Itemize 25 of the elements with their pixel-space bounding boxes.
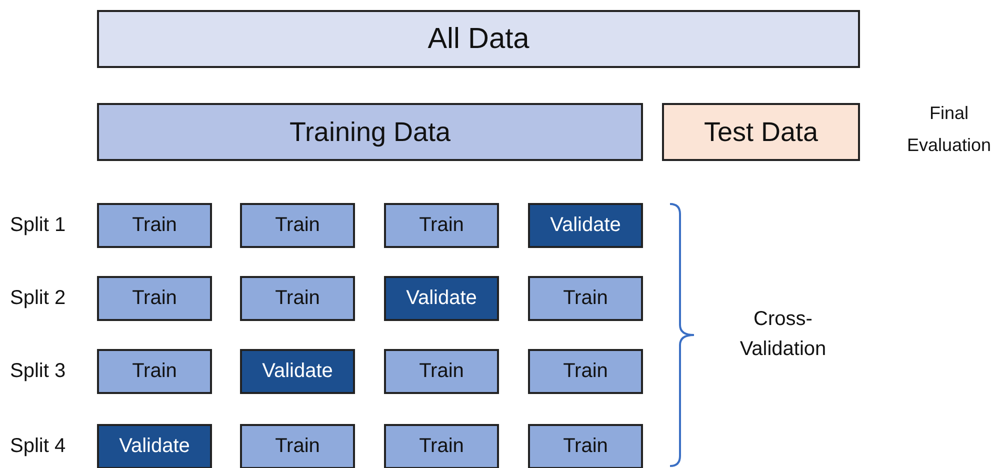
train-fold: Train [528,349,643,394]
train-fold: Train [384,203,499,248]
train-fold: Train [97,349,212,394]
train-fold: Train [528,424,643,468]
train-fold: Train [97,203,212,248]
validate-fold: Validate [528,203,643,248]
row-label: Split 1 [10,213,66,237]
train-fold: Train [528,276,643,321]
validate-fold: Validate [384,276,499,321]
row-label: Split 4 [10,434,66,458]
data-block: Training Data [97,103,643,161]
row-label: Split 2 [10,286,66,310]
train-fold: Train [240,203,355,248]
train-fold: Train [240,276,355,321]
validate-fold: Validate [240,349,355,394]
train-fold: Train [384,349,499,394]
train-fold: Train [384,424,499,468]
bracket-label: Cross-Validation [738,307,828,362]
train-fold: Train [97,276,212,321]
train-fold: Train [240,424,355,468]
data-block: All Data [97,10,860,68]
stage-caption: Final Evaluation [906,102,992,157]
validate-fold: Validate [97,424,212,468]
data-block: Test Data [662,103,860,161]
row-label: Split 3 [10,359,66,383]
